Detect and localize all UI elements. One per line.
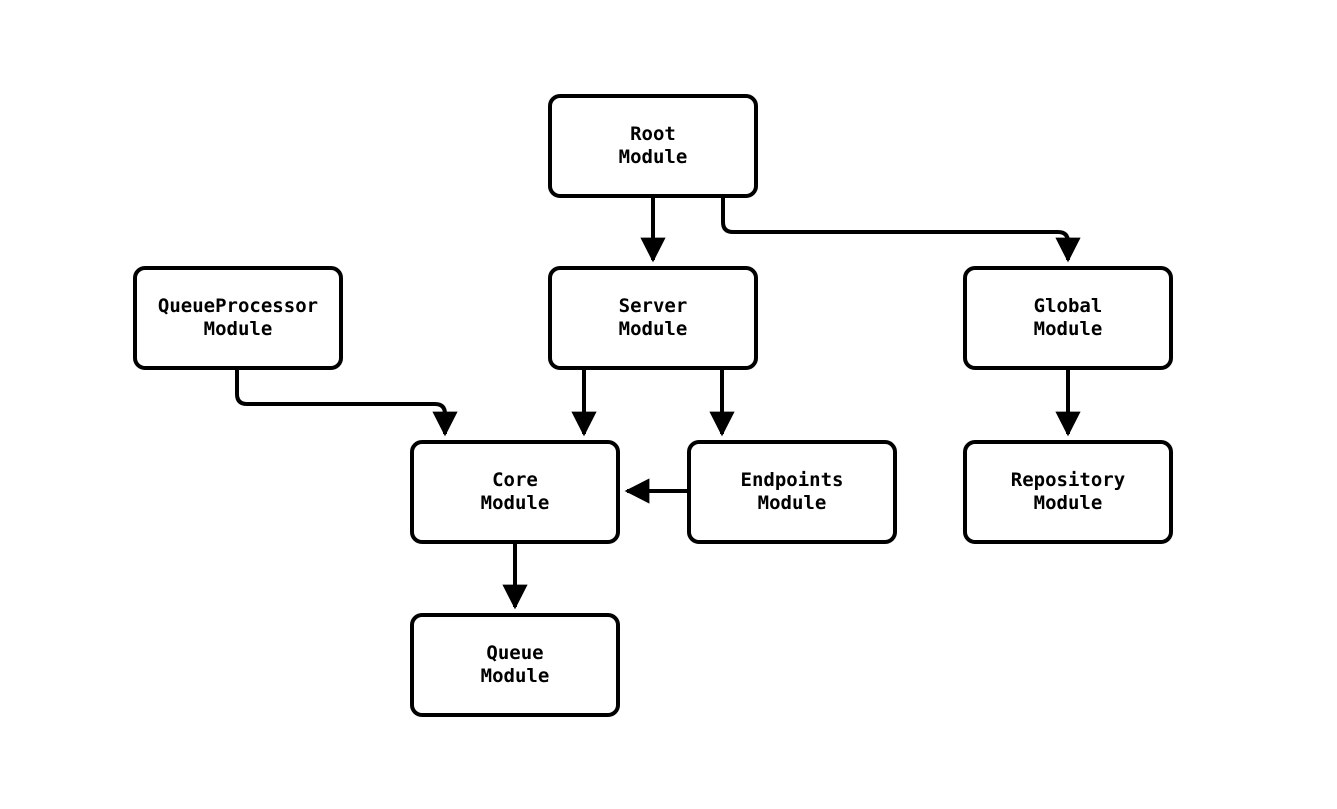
node-endpoints-module-line2: Module — [757, 492, 827, 514]
node-queueprocessor-module-line2: Module — [203, 318, 273, 340]
node-global-module[interactable]: Global Module — [963, 266, 1173, 370]
node-queue-module-line1: Queue — [486, 642, 544, 664]
node-core-module[interactable]: Core Module — [410, 440, 620, 544]
node-core-module-line1: Core — [492, 469, 538, 491]
node-root-module-line1: Root — [630, 123, 676, 145]
node-queue-module-line2: Module — [480, 665, 550, 687]
node-server-module[interactable]: Server Module — [548, 266, 758, 370]
node-root-module[interactable]: Root Module — [548, 94, 758, 198]
node-endpoints-module-line1: Endpoints — [740, 469, 844, 491]
node-repository-module-line2: Module — [1033, 492, 1103, 514]
edge-queueprocessor-to-core — [235, 370, 458, 437]
node-server-module-line2: Module — [618, 318, 688, 340]
node-endpoints-module[interactable]: Endpoints Module — [687, 440, 897, 544]
node-queue-module[interactable]: Queue Module — [410, 613, 620, 717]
node-global-module-line1: Global — [1033, 295, 1103, 317]
node-root-module-line2: Module — [618, 146, 688, 168]
node-repository-module[interactable]: Repository Module — [963, 440, 1173, 544]
node-repository-module-line1: Repository — [1010, 469, 1126, 491]
node-global-module-line2: Module — [1033, 318, 1103, 340]
node-server-module-line1: Server — [618, 295, 688, 317]
node-queueprocessor-module[interactable]: QueueProcessor Module — [133, 266, 343, 370]
node-queueprocessor-module-line1: QueueProcessor — [157, 295, 319, 317]
node-core-module-line2: Module — [480, 492, 550, 514]
edge-root-to-global — [721, 198, 1081, 263]
